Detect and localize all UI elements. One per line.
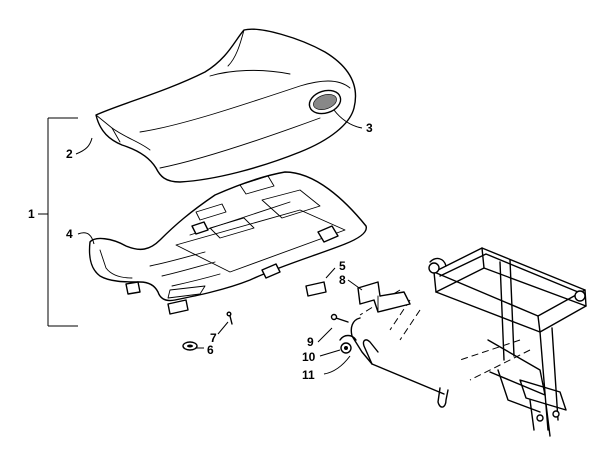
latch-bracket (357, 281, 411, 313)
callout-3: 3 (366, 121, 373, 135)
callout-7: 7 (210, 331, 217, 345)
seat-emblem-patch (308, 89, 342, 115)
latch-rod-assembly (330, 313, 449, 408)
callout-11: 11 (302, 368, 315, 382)
callout-6: 6 (207, 343, 214, 357)
callout-1: 1 (28, 207, 35, 221)
grommet-and-pin (182, 311, 233, 351)
callout-4: 4 (66, 227, 73, 241)
leader-lines (38, 109, 363, 375)
callout-2: 2 (66, 147, 73, 161)
callout-labels: 1 2 3 4 5 8 6 7 9 10 11 (28, 121, 373, 382)
callout-5: 5 (339, 259, 346, 273)
frame-structure (359, 247, 587, 437)
callout-9: 9 (307, 335, 314, 349)
callout-8: 8 (339, 273, 346, 287)
seat-cushion (95, 28, 357, 183)
callout-10: 10 (302, 350, 316, 364)
seat-base (88, 171, 367, 315)
